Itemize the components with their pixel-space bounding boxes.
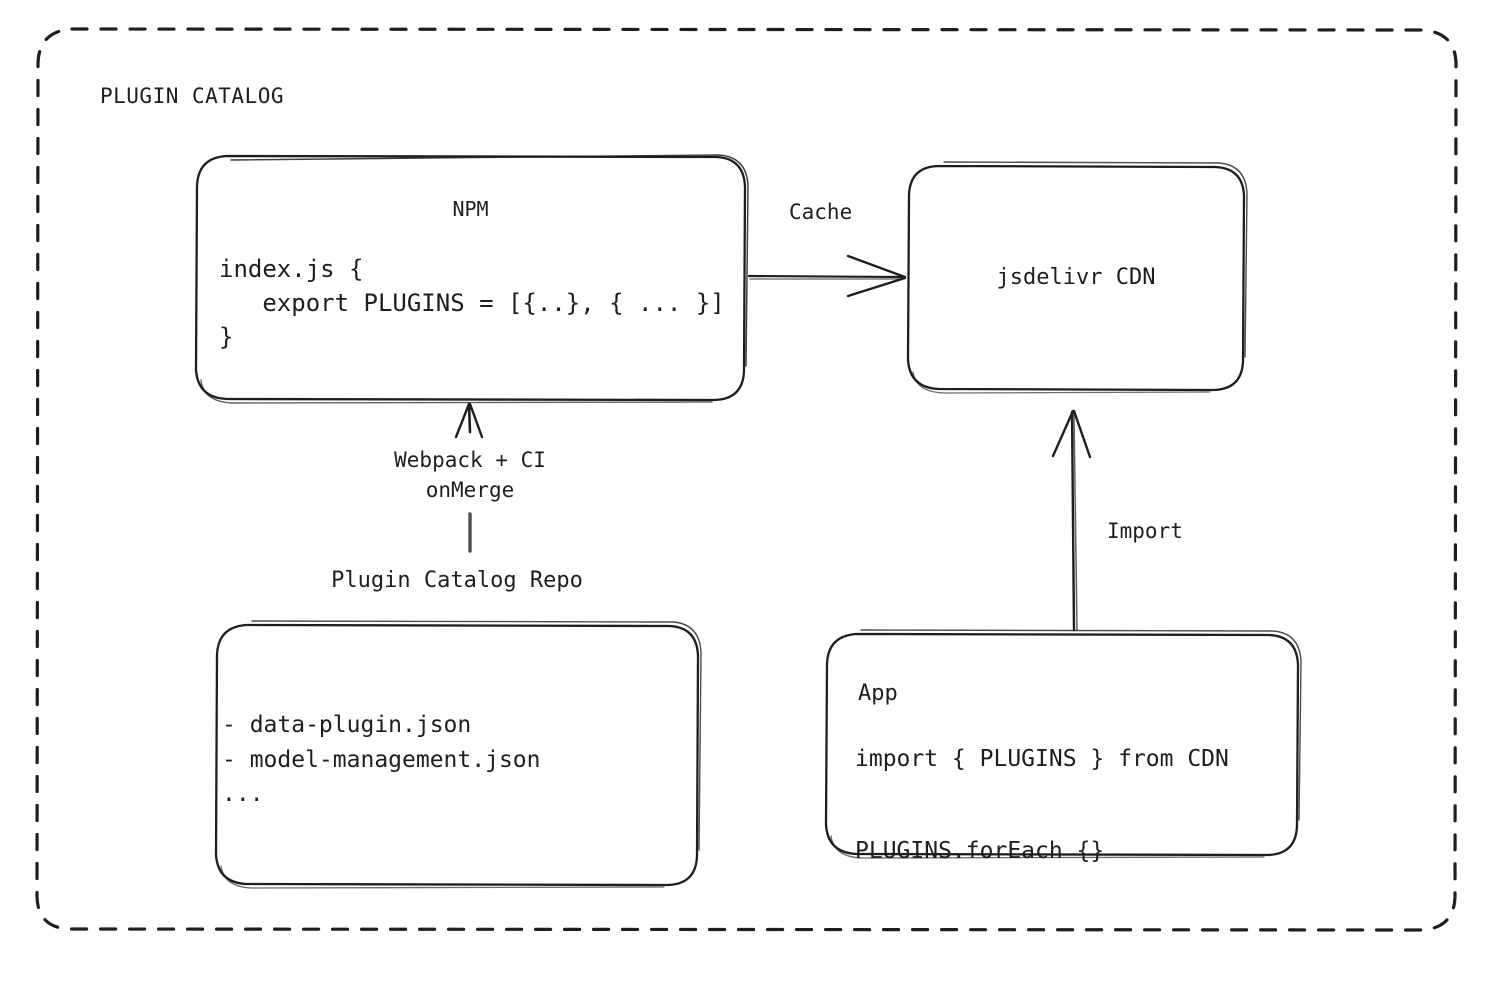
import-arrow bbox=[1051, 409, 1092, 632]
repo-node-label: Plugin Catalog Repo bbox=[331, 568, 583, 593]
cdn-node-title: jsdelivr CDN bbox=[996, 265, 1156, 290]
npm-code-block: index.js { export PLUGINS = [{..}, { ...… bbox=[219, 255, 725, 352]
cache-edge-label: Cache bbox=[789, 200, 853, 224]
cache-arrow bbox=[747, 254, 907, 298]
npm-node-title: NPM bbox=[452, 197, 489, 221]
plugin-catalog-title: PLUGIN CATALOG bbox=[100, 84, 285, 108]
app-node-title: App bbox=[858, 681, 898, 706]
webpack-edge-label: Webpack + CI onMerge bbox=[394, 448, 546, 503]
repo-file-list: - data-plugin.json - model-management.js… bbox=[222, 712, 541, 807]
import-edge-label: Import bbox=[1107, 519, 1183, 543]
app-code-block: import { PLUGINS } from CDN PLUGINS.forE… bbox=[855, 746, 1229, 864]
